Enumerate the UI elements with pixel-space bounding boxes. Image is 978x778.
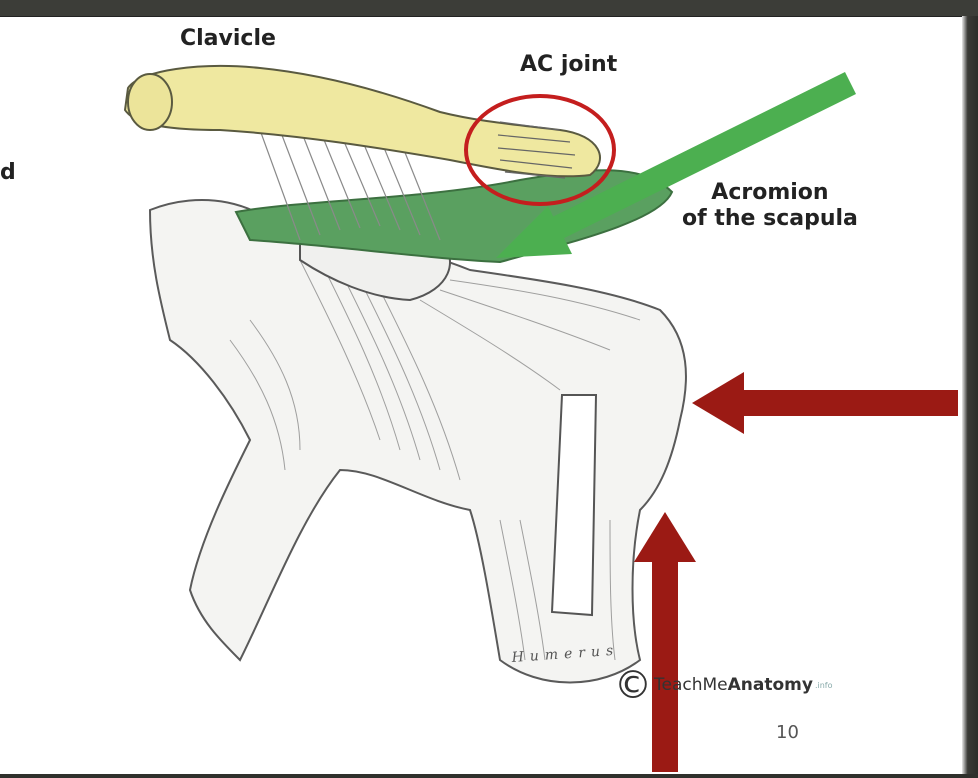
green-arrow bbox=[496, 72, 856, 258]
brand-prefix: TeachMe bbox=[654, 675, 728, 695]
teachmeanatomy-watermark: © TeachMeAnatomy .info bbox=[614, 664, 833, 706]
humerus-bone bbox=[148, 199, 687, 684]
biceps-tendon bbox=[550, 394, 598, 617]
red-arrow-vertical bbox=[634, 512, 696, 772]
label-acromion-line1: Acromion bbox=[711, 180, 829, 205]
bone-shading bbox=[229, 259, 641, 661]
label-clavicle: Clavicle bbox=[180, 26, 276, 51]
clavicle-bone bbox=[123, 65, 601, 178]
partial-slide-text: d bbox=[0, 160, 16, 185]
clavicle-end bbox=[127, 73, 173, 131]
ac-joint-highlight-circle bbox=[464, 94, 616, 206]
label-acromion-line2: of the scapula bbox=[682, 206, 858, 231]
ac-joint-ligament bbox=[497, 121, 576, 179]
brand-suffix: .info bbox=[814, 680, 833, 690]
label-acromion: Acromion of the scapula bbox=[682, 180, 858, 232]
window-bottom-frame bbox=[0, 774, 978, 778]
window-top-bar bbox=[0, 0, 978, 17]
humerus-script-label: Humerus bbox=[510, 643, 620, 667]
copyright-icon: © bbox=[614, 663, 652, 707]
red-arrow-horizontal bbox=[692, 372, 958, 434]
window-right-frame bbox=[962, 16, 978, 778]
brand-bold: Anatomy bbox=[727, 675, 813, 695]
slide-page-number: 10 bbox=[776, 722, 799, 743]
watermark-text: TeachMeAnatomy bbox=[654, 675, 813, 695]
coracoclavicular-ligaments bbox=[259, 127, 441, 241]
label-ac-joint: AC joint bbox=[520, 52, 618, 77]
